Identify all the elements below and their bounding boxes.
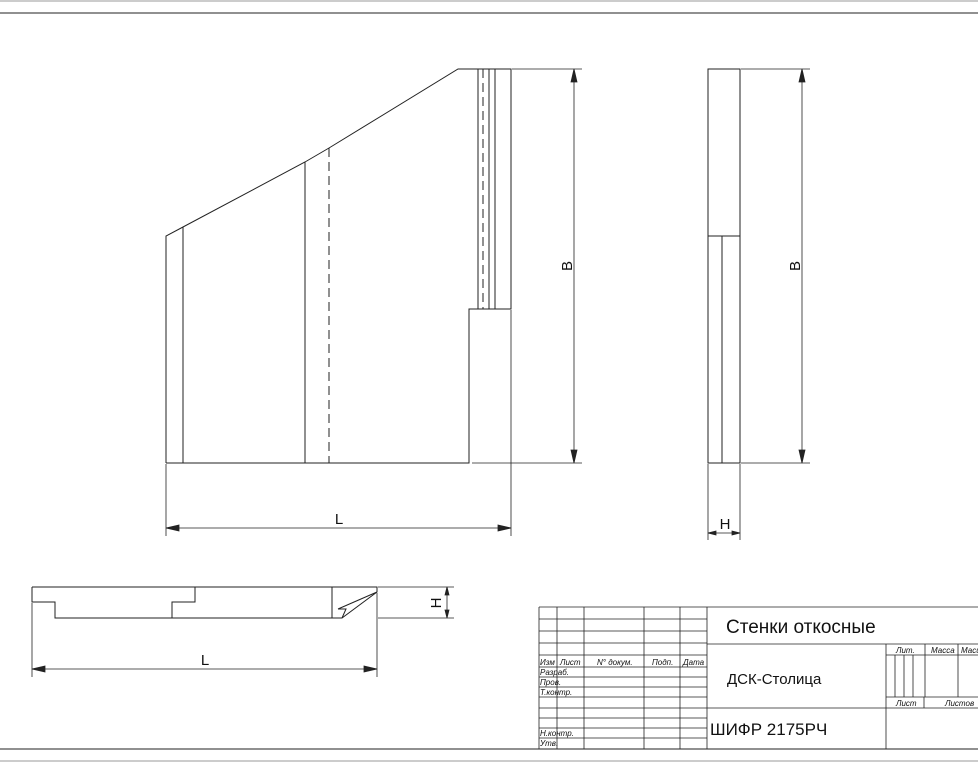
tb-header-izm: Изм [540, 658, 555, 667]
side-dim-h [707, 464, 741, 540]
tb-scale-label: Масштаб [961, 646, 978, 655]
tb-header-sign: Подп. [652, 658, 673, 667]
front-dim-l [165, 310, 512, 536]
tb-part-name: Стенки откосные [726, 617, 876, 638]
tb-row-nkontr: Н.контр. [540, 729, 574, 738]
tb-header-list: Лист [559, 658, 581, 667]
tb-header-date: Дата [682, 658, 705, 667]
tb-lit-label: Лит. [895, 646, 915, 655]
plan-dim-l [31, 593, 378, 677]
front-dim-b-label: B [559, 261, 576, 271]
front-dim-l-label: L [335, 511, 343, 528]
plan-dim-h [378, 586, 454, 619]
side-view [707, 68, 741, 464]
title-block [538, 606, 978, 749]
side-dim-b-label: B [787, 261, 804, 271]
plan-view [31, 586, 378, 619]
plan-dim-h-label: H [428, 598, 445, 609]
tb-header-doc: N° докум. [597, 658, 633, 667]
tb-mass-label: Масса [931, 646, 955, 655]
tb-row-prov: Пров. [540, 678, 561, 687]
tb-row-utv: Утв. [539, 739, 558, 748]
tb-organization: ДСК-Столица [727, 671, 822, 688]
tb-row-tkontr: Т.контр. [540, 688, 572, 697]
side-dim-h-label: H [720, 516, 731, 533]
tb-sheet-label: Лист [895, 699, 917, 708]
tb-code: ШИФР 2175РЧ [710, 720, 827, 739]
plan-dim-l-label: L [201, 652, 209, 669]
side-dim-b [741, 68, 810, 464]
front-view [165, 68, 512, 464]
tb-row-razrab: Разраб. [540, 668, 569, 677]
tb-sheets-label: Листов [944, 699, 974, 708]
front-dim-b [472, 68, 582, 464]
